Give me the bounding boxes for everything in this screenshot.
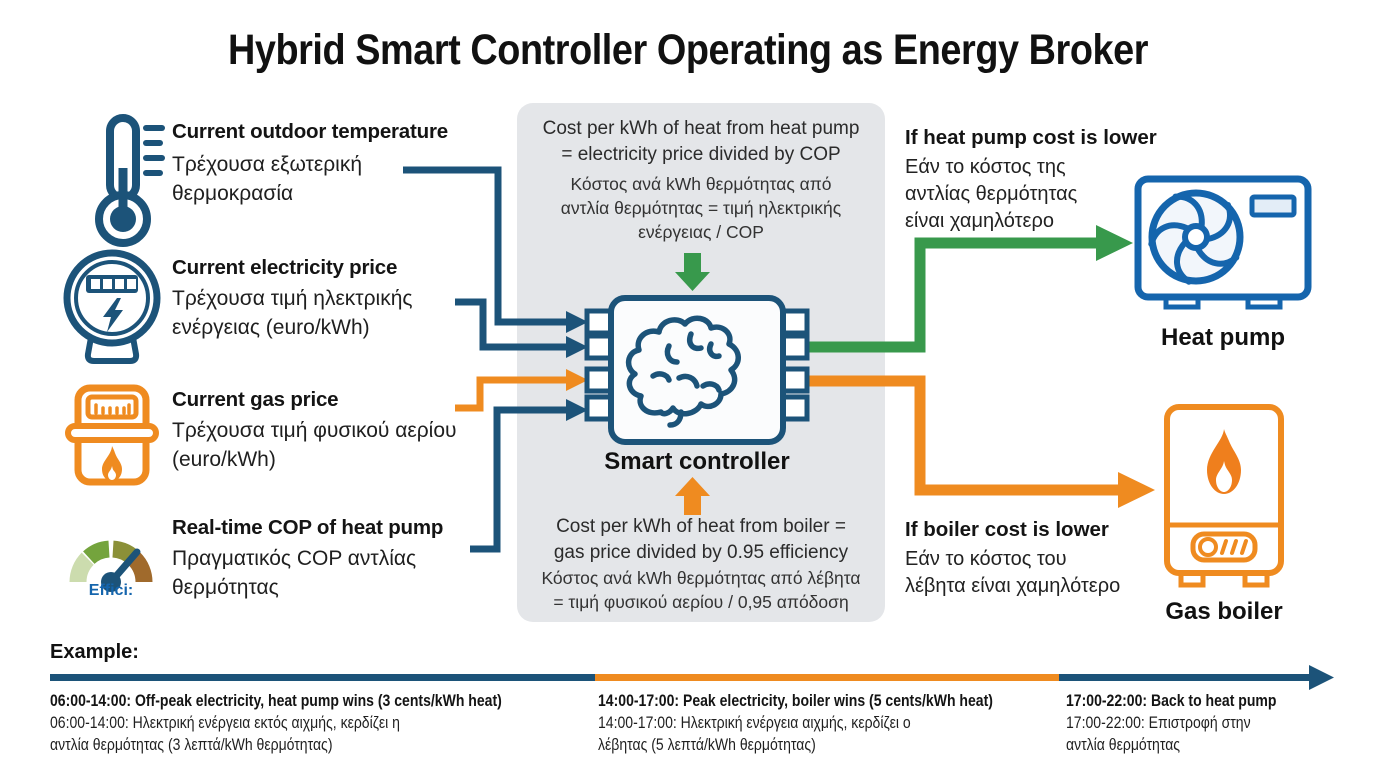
gas-connector-line	[455, 376, 568, 412]
gas-meter-icon	[65, 384, 159, 486]
smart-controller-chip-icon	[584, 295, 810, 445]
heat-pump-label: Heat pump	[1160, 324, 1285, 351]
example-period-3-en: 17:00-22:00: Back to heat pump	[1066, 692, 1277, 710]
cop-gauge-icon	[69, 540, 153, 592]
input-arrowheads	[566, 311, 588, 421]
example-period-3-el: 17:00-22:00: Επιστροφή στην αντλία θερμό…	[1066, 714, 1251, 754]
example-period-3: 17:00-22:00: Back to heat pump 17:00-22:…	[1066, 690, 1330, 756]
page-title: Hybrid Smart Controller Operating as Ene…	[227, 26, 1149, 74]
input-label-gas-el: Τρέχουσα τιμή φυσικού αερίου (euro/kWh)	[172, 419, 457, 471]
example-label: Example:	[50, 641, 139, 663]
heat-pump-condition-el: Εάν το κόστος της αντλίας θερμότητας είν…	[905, 156, 1078, 232]
boiler-formula: Cost per kWh of heat from boiler = gas p…	[553, 516, 849, 563]
input-label-electricity-el: Τρέχουσα τιμή ηλεκτρικής ενέργειας (euro…	[172, 287, 413, 339]
input-label-temperature-el: Τρέχουσα εξωτερική θερμοκρασία	[172, 153, 363, 205]
boiler-formula-el: Κόστος ανά kWh θερμότητας από λέβητα = τ…	[541, 568, 861, 612]
input-label-cop-el: Πραγματικός COP αντλίας θερμότητας	[172, 547, 417, 599]
heat-pump-icon	[1134, 175, 1312, 310]
orange-up-arrow-icon	[675, 477, 710, 515]
gas-arrowhead	[566, 369, 588, 391]
thermometer-icon	[95, 114, 165, 247]
boiler-output-arrow	[809, 375, 1155, 508]
temperature-connector-line	[403, 166, 568, 553]
gas-boiler-icon	[1164, 404, 1284, 588]
gauge-caption: Effici:	[88, 582, 134, 599]
green-down-arrow-icon	[675, 253, 710, 291]
example-period-1-en: 06:00-14:00: Off-peak electricity, heat …	[50, 692, 502, 710]
example-period-2-en: 14:00-17:00: Peak electricity, boiler wi…	[598, 692, 993, 710]
heat-pump-formula: Cost per kWh of heat from heat pump = el…	[542, 118, 860, 165]
example-period-2-el: 14:00-17:00: Ηλεκτρική ενέργεια αιχμής, …	[598, 714, 911, 754]
gas-boiler-label: Gas boiler	[1165, 598, 1283, 625]
heat-pump-output-arrow	[809, 225, 1133, 353]
controller-label: Smart controller	[604, 448, 790, 475]
example-timeline	[50, 665, 1334, 690]
heat-pump-formula-el: Κόστος ανά kWh θερμότητας από αντλία θερ…	[560, 174, 842, 242]
heat-pump-condition: If heat pump cost is lower	[905, 126, 1157, 149]
example-period-1: 06:00-14:00: Off-peak electricity, heat …	[50, 690, 603, 756]
example-period-2: 14:00-17:00: Peak electricity, boiler wi…	[598, 690, 1074, 756]
example-period-1-el: 06:00-14:00: Ηλεκτρική ενέργεια εκτός αι…	[50, 714, 400, 754]
brain-icon	[625, 315, 741, 428]
input-label-cop: Real-time COP of heat pump	[172, 516, 444, 539]
boiler-condition: If boiler cost is lower	[905, 518, 1109, 541]
electricity-meter-icon	[63, 249, 161, 364]
input-label-electricity: Current electricity price	[172, 256, 398, 279]
boiler-condition-el: Εάν το κόστος του λέβητα είναι χαμηλότερ…	[905, 548, 1121, 597]
input-label-gas: Current gas price	[172, 388, 339, 411]
input-label-temperature: Current outdoor temperature	[172, 120, 448, 143]
